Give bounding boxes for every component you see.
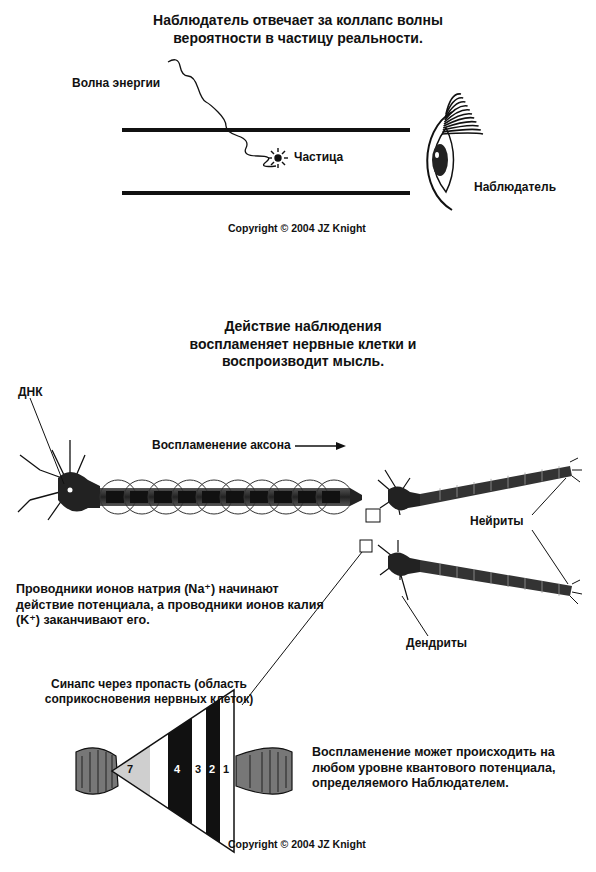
tube-line [122,191,410,195]
title: Наблюдатель отвечает за коллапс волны ве… [148,12,448,47]
particle-label: Частица [294,150,343,165]
observer-label: Наблюдатель [474,180,556,195]
wave-label: Волна энергии [72,76,160,91]
neuron-left [18,398,362,520]
note: Воспламенение может происходить на любом… [312,745,582,792]
copyright: Copyright © 2004 JZ Knight [228,838,366,851]
callout-number: 7 [127,763,133,777]
callout-number: 2 [209,763,215,777]
zoom-box [366,509,380,522]
zoom-box [360,540,372,552]
particle-symbol [268,148,288,168]
leader-line [242,552,362,705]
callout-number: 1 [223,763,229,777]
energy-wave [168,60,276,167]
part-name: ДНК [18,385,43,400]
neuron-right [378,458,582,604]
copyright: Copyright © 2004 JZ Knight [228,222,366,235]
part-name: Нейриты [470,514,524,529]
callout-number: 4 [174,763,180,777]
heading: Действие наблюдения воспламеняет нервные… [178,318,428,371]
potential-triangle [112,688,234,854]
part-name: Дендриты [406,636,467,651]
part-name: Синапс через пропасть (область соприкосн… [44,677,254,707]
callout-number: 3 [195,763,201,777]
part-name: Воспламенение аксона [152,438,291,453]
tube-line [122,128,410,132]
note: Проводники ионов натрия (Na⁺) начинают д… [16,582,336,629]
